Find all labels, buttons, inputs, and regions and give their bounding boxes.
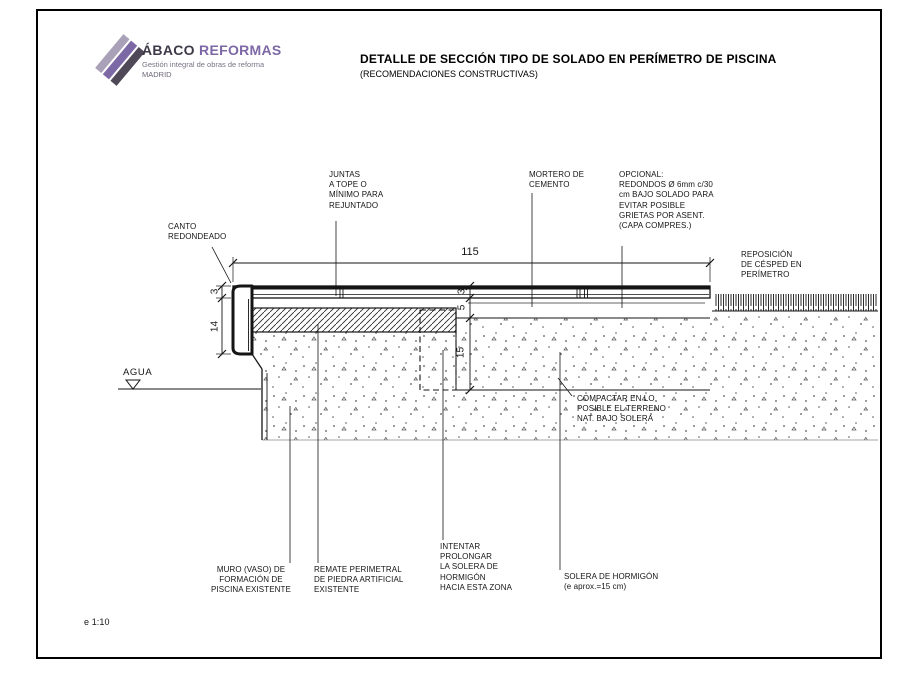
dashed-extension-zone	[419, 309, 457, 391]
water-level-symbol	[118, 379, 261, 390]
label-compactar-terreno: COMPACTAR EN LO POSIBLE EL TERRENO NAT. …	[577, 394, 666, 424]
logo-city: MADRID	[142, 70, 172, 79]
pool-wall	[251, 353, 268, 440]
label-reposicion-cesped: REPOSICIÓN DE CÉSPED EN PERÍMETRO	[741, 250, 802, 280]
brand-name: ÁBACO	[142, 42, 195, 58]
label-agua: AGUA	[123, 367, 153, 378]
label-solera-hormigon: SOLERA DE HORMIGÓN (e aprox.=15 cm)	[564, 572, 659, 592]
sheet-border	[36, 9, 882, 659]
abaco-logo-mark	[95, 34, 145, 86]
brand-name-accent: REFORMAS	[199, 42, 282, 58]
rounded-edge-nose	[231, 284, 254, 356]
drawing-subtitle: (RECOMENDACIONES CONSTRUCTIVAS)	[360, 69, 538, 79]
terrain-concrete-fill	[252, 312, 878, 441]
dim-15: 15	[455, 346, 467, 359]
label-intentar-prolongar: INTENTAR PROLONGAR LA SOLERA DE HORMIGÓN…	[440, 542, 513, 592]
logo-ribbon-stripes	[95, 34, 145, 86]
leader-lines	[211, 193, 623, 570]
label-muro-vaso: MURO (VASO) DE FORMACIÓN DE PISCINA EXIS…	[211, 565, 291, 595]
label-opcional-redondos: OPCIONAL: REDONDOS Ø 6mm c/30 cm BAJO SO…	[619, 170, 714, 231]
label-juntas: JUNTAS A TOPE O MÍNIMO PARA REJUNTADO	[329, 170, 384, 210]
logo-tagline: Gestión integral de obras de reforma	[142, 60, 265, 69]
coping-hatch	[251, 307, 457, 333]
brand-line: ÁBACO REFORMAS	[142, 42, 282, 58]
dim-115: 115	[461, 246, 479, 258]
label-mortero: MORTERO DE CEMENTO	[529, 170, 585, 190]
label-canto-redondeado: CANTO REDONDEADO	[168, 222, 227, 242]
drawing-title: DETALLE DE SECCIÓN TIPO DE SOLADO EN PER…	[360, 52, 777, 66]
dim-3-mid: 3	[456, 288, 468, 295]
dim-5: 5	[456, 304, 468, 311]
label-scale: e 1:10	[84, 617, 110, 627]
dimension-lines	[216, 257, 715, 395]
dim-14: 14	[209, 320, 221, 333]
dim-3-left: 3	[209, 288, 221, 295]
label-remate-perimetral: REMATE PERIMETRAL DE PIEDRA ARTIFICIAL E…	[314, 565, 404, 595]
grass-hatch	[712, 294, 878, 312]
